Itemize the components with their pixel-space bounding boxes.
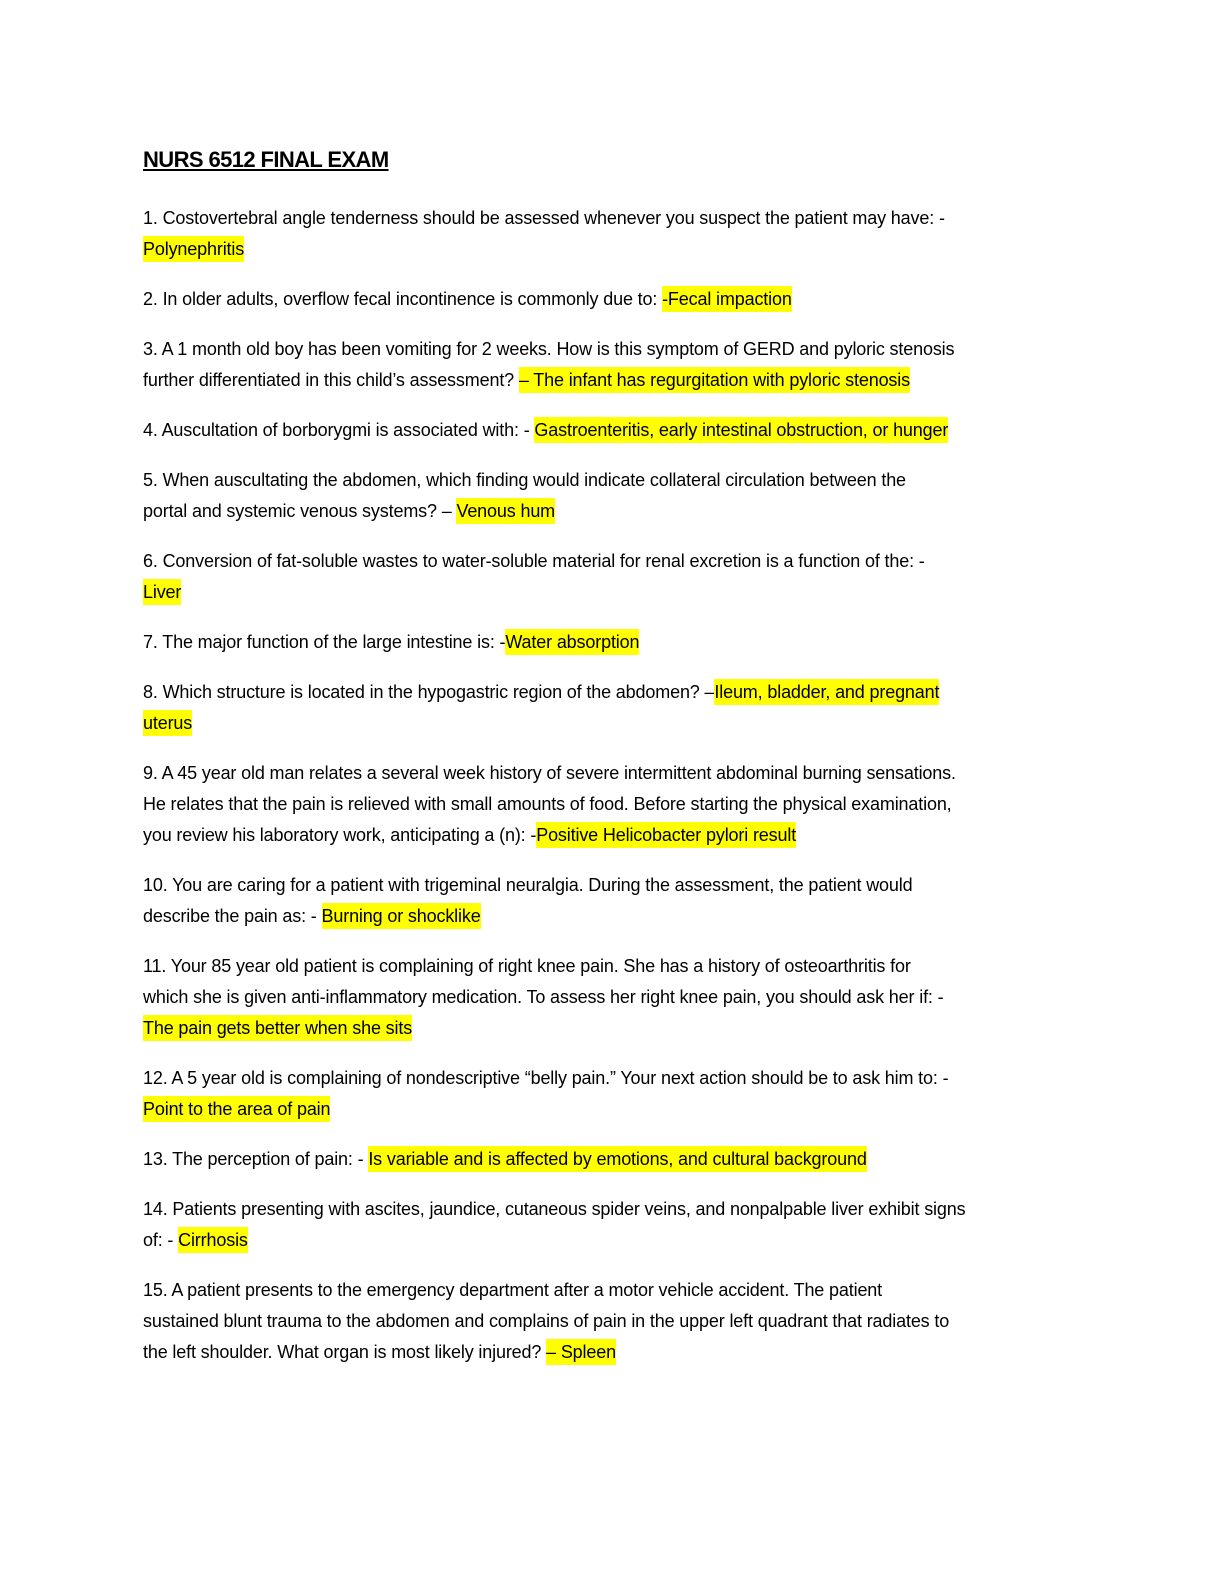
question-line: 8. Which structure is located in the hyp…: [143, 677, 1083, 708]
question-text: 13. The perception of pain: -: [143, 1149, 369, 1169]
question-item: 11. Your 85 year old patient is complain…: [143, 951, 1083, 1044]
question-line: 12. A 5 year old is complaining of nonde…: [143, 1063, 1083, 1094]
question-item: 3. A 1 month old boy has been vomiting f…: [143, 334, 1083, 396]
question-text: 12. A 5 year old is complaining of nonde…: [143, 1068, 949, 1088]
question-line: 14. Patients presenting with ascites, ja…: [143, 1194, 1083, 1225]
question-line: The pain gets better when she sits: [143, 1013, 1083, 1044]
highlighted-answer: Is variable and is affected by emotions,…: [368, 1146, 867, 1172]
question-line: portal and systemic venous systems? – Ve…: [143, 496, 1083, 527]
question-line: 4. Auscultation of borborygmi is associa…: [143, 415, 1083, 446]
question-line: of: - Cirrhosis: [143, 1225, 1083, 1256]
question-text: 2. In older adults, overflow fecal incon…: [143, 289, 663, 309]
highlighted-answer: – The infant has regurgitation with pylo…: [518, 367, 910, 393]
question-text: 14. Patients presenting with ascites, ja…: [143, 1199, 966, 1219]
question-item: 15. A patient presents to the emergency …: [143, 1275, 1083, 1368]
question-item: 14. Patients presenting with ascites, ja…: [143, 1194, 1083, 1256]
question-line: He relates that the pain is relieved wit…: [143, 789, 1083, 820]
question-item: 5. When auscultating the abdomen, which …: [143, 465, 1083, 527]
question-item: 7. The major function of the large intes…: [143, 627, 1083, 658]
highlighted-answer: Burning or shocklike: [321, 903, 481, 929]
question-text: portal and systemic venous systems? –: [143, 501, 457, 521]
question-line: 3. A 1 month old boy has been vomiting f…: [143, 334, 1083, 365]
question-line: 1. Costovertebral angle tenderness shoul…: [143, 203, 1083, 234]
question-text: 8. Which structure is located in the hyp…: [143, 682, 715, 702]
question-line: describe the pain as: - Burning or shock…: [143, 901, 1083, 932]
question-line: 5. When auscultating the abdomen, which …: [143, 465, 1083, 496]
question-line: Polynephritis: [143, 234, 1083, 265]
question-line: further differentiated in this child’s a…: [143, 365, 1083, 396]
question-text: 1. Costovertebral angle tenderness shoul…: [143, 208, 945, 228]
question-text: which she is given anti-inflammatory med…: [143, 987, 944, 1007]
question-line: 2. In older adults, overflow fecal incon…: [143, 284, 1083, 315]
highlighted-answer: Polynephritis: [143, 236, 244, 262]
question-text: 6. Conversion of fat-soluble wastes to w…: [143, 551, 925, 571]
question-line: Liver: [143, 577, 1083, 608]
highlighted-answer: Liver: [143, 579, 181, 605]
question-line: 6. Conversion of fat-soluble wastes to w…: [143, 546, 1083, 577]
question-item: 9. A 45 year old man relates a several w…: [143, 758, 1083, 851]
question-text: He relates that the pain is relieved wit…: [143, 794, 952, 814]
highlighted-answer: Venous hum: [456, 498, 555, 524]
question-item: 10. You are caring for a patient with tr…: [143, 870, 1083, 932]
question-text: 15. A patient presents to the emergency …: [143, 1280, 883, 1300]
question-line: 11. Your 85 year old patient is complain…: [143, 951, 1083, 982]
question-line: 13. The perception of pain: - Is variabl…: [143, 1144, 1083, 1175]
question-line: uterus: [143, 708, 1083, 739]
document-title: NURS 6512 FINAL EXAM: [143, 147, 389, 172]
highlighted-answer: Ileum, bladder, and pregnant: [714, 679, 940, 705]
question-text: further differentiated in this child’s a…: [143, 370, 519, 390]
question-item: 4. Auscultation of borborygmi is associa…: [143, 415, 1083, 446]
highlighted-answer: -Fecal impaction: [662, 286, 792, 312]
question-text: 7. The major function of the large intes…: [143, 632, 506, 652]
highlighted-answer: – Spleen: [546, 1339, 616, 1365]
question-text: 3. A 1 month old boy has been vomiting f…: [143, 339, 955, 359]
question-text: 4. Auscultation of borborygmi is associa…: [143, 420, 535, 440]
question-item: 1. Costovertebral angle tenderness shoul…: [143, 203, 1083, 265]
highlighted-answer: Water absorption: [505, 629, 640, 655]
question-text: you review his laboratory work, anticipa…: [143, 825, 537, 845]
question-line: 9. A 45 year old man relates a several w…: [143, 758, 1083, 789]
question-item: 12. A 5 year old is complaining of nonde…: [143, 1063, 1083, 1125]
question-item: 2. In older adults, overflow fecal incon…: [143, 284, 1083, 315]
question-text: of: -: [143, 1230, 179, 1250]
highlighted-answer: Gastroenteritis, early intestinal obstru…: [534, 417, 948, 443]
question-text: 5. When auscultating the abdomen, which …: [143, 470, 906, 490]
question-text: the left shoulder. What organ is most li…: [143, 1342, 547, 1362]
question-item: 13. The perception of pain: - Is variabl…: [143, 1144, 1083, 1175]
question-line: you review his laboratory work, anticipa…: [143, 820, 1083, 851]
document-page: NURS 6512 FINAL EXAM 1. Costovertebral a…: [143, 143, 1083, 1387]
question-item: 6. Conversion of fat-soluble wastes to w…: [143, 546, 1083, 608]
highlighted-answer: The pain gets better when she sits: [143, 1015, 412, 1041]
highlighted-answer: uterus: [143, 710, 192, 736]
question-line: the left shoulder. What organ is most li…: [143, 1337, 1083, 1368]
highlighted-answer: Positive Helicobacter pylori result: [536, 822, 796, 848]
highlighted-answer: Point to the area of pain: [143, 1096, 331, 1122]
question-line: Point to the area of pain: [143, 1094, 1083, 1125]
question-text: 10. You are caring for a patient with tr…: [143, 875, 913, 895]
question-line: 10. You are caring for a patient with tr…: [143, 870, 1083, 901]
question-line: 7. The major function of the large intes…: [143, 627, 1083, 658]
question-item: 8. Which structure is located in the hyp…: [143, 677, 1083, 739]
question-text: 9. A 45 year old man relates a several w…: [143, 763, 956, 783]
question-text: describe the pain as: -: [143, 906, 322, 926]
question-text: 11. Your 85 year old patient is complain…: [143, 956, 911, 976]
question-line: sustained blunt trauma to the abdomen an…: [143, 1306, 1083, 1337]
question-text: sustained blunt trauma to the abdomen an…: [143, 1311, 950, 1331]
question-line: 15. A patient presents to the emergency …: [143, 1275, 1083, 1306]
question-list: 1. Costovertebral angle tenderness shoul…: [143, 203, 1083, 1368]
question-line: which she is given anti-inflammatory med…: [143, 982, 1083, 1013]
highlighted-answer: Cirrhosis: [178, 1227, 248, 1253]
